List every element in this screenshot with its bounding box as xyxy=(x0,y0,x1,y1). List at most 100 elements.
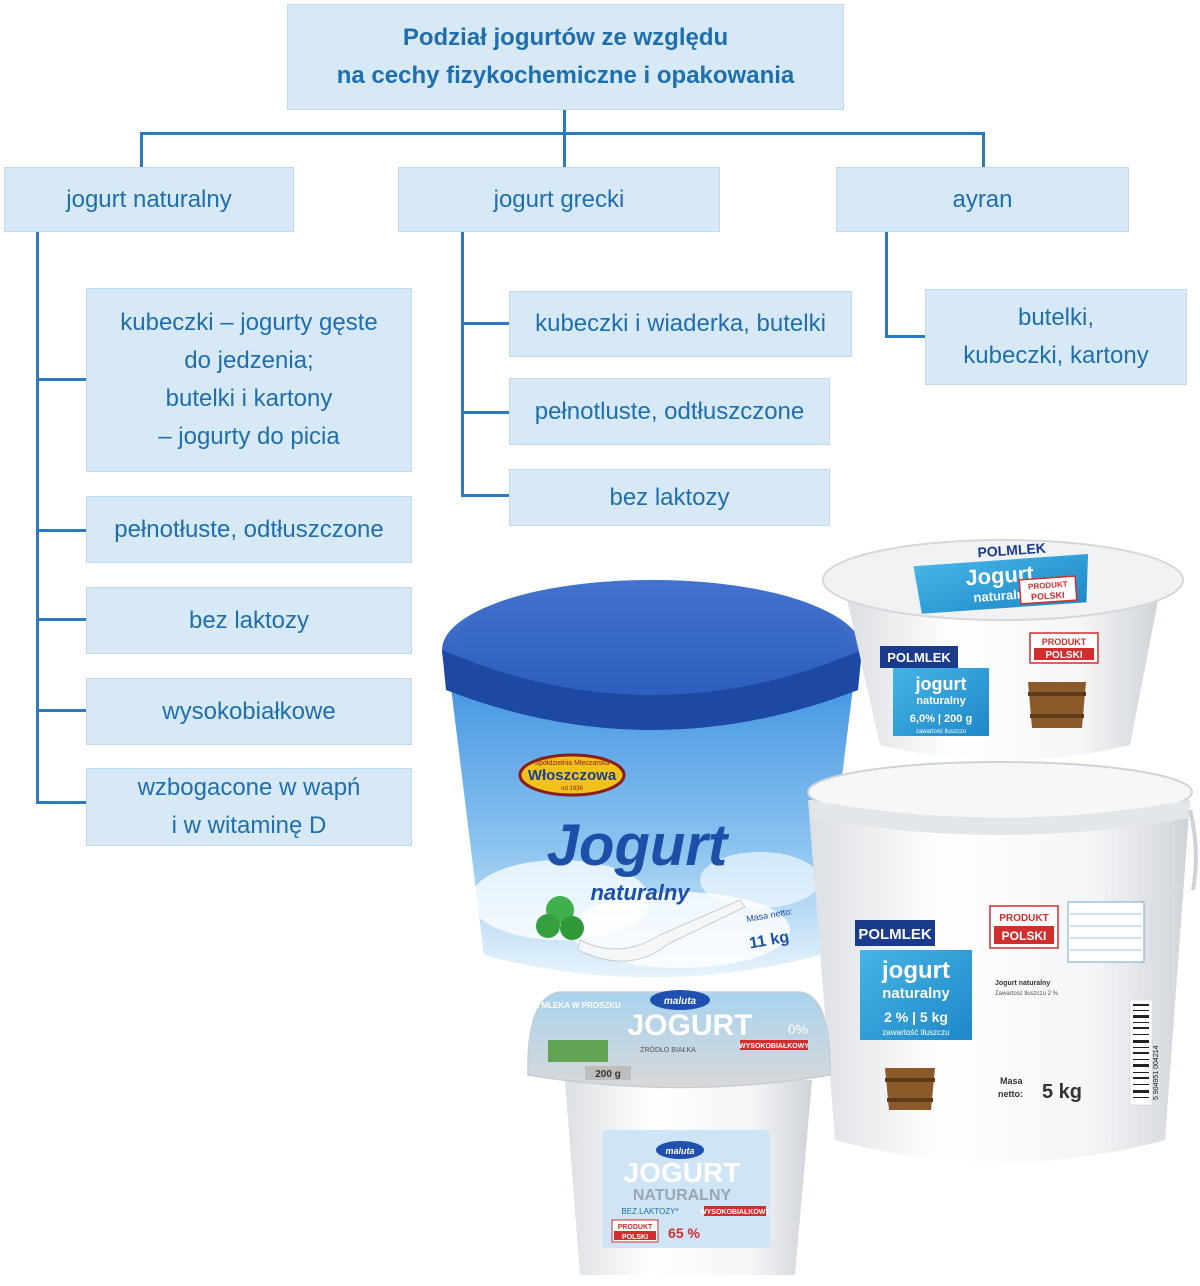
connector-naturalny-item-4 xyxy=(36,709,86,712)
category-label: jogurt naturalny xyxy=(66,185,232,213)
wloszczowa-subname: naturalny xyxy=(590,880,691,905)
connector-title-stem xyxy=(563,110,566,134)
connector-naturalny-trunk xyxy=(36,232,39,804)
polmlek-bucket: POLMLEK jogurt naturalny 2 % | 5 kg zawa… xyxy=(807,761,1198,1163)
title-line-1: Podział jogurtów ze względu xyxy=(402,24,729,51)
polmlek-bucket-subname: naturalny xyxy=(882,985,950,1002)
connector-to-ayran xyxy=(982,132,985,167)
connector-grecki-trunk xyxy=(461,232,464,497)
connector-ayran-trunk xyxy=(885,232,888,338)
category-jogurt-grecki: jogurt grecki xyxy=(398,167,720,232)
maluta-badge-1: PRODUKT xyxy=(618,1224,653,1231)
connector-grecki-item-2 xyxy=(461,411,509,414)
maluta-tag: WYSOKOBIAŁKOWY xyxy=(700,1209,770,1216)
category-label: ayran xyxy=(952,185,1013,213)
polmlek-cup-subname: naturalny xyxy=(916,695,966,707)
polmlek-bucket-badge-1: PRODUKT xyxy=(999,913,1048,924)
connector-naturalny-item-3 xyxy=(36,618,86,621)
maluta-logo xyxy=(656,1141,704,1159)
wloszczowa-brand-sub: od 1936 xyxy=(561,786,583,792)
connector-top-horizontal xyxy=(140,132,985,135)
maluta-name: JOGURT xyxy=(624,1157,741,1188)
polmlek-bucket-brand: POLMLEK xyxy=(858,926,931,943)
grecki-item-lactose: bez laktozy xyxy=(509,469,830,526)
diagram-title: Podział jogurtów ze względu na cechy fiz… xyxy=(287,4,844,110)
item-line: wzbogacone w wapń xyxy=(137,774,361,801)
category-ayran: ayran xyxy=(836,167,1129,232)
item-line: pełnotluste, odtłuszczone xyxy=(534,397,805,425)
wooden-bucket-icon xyxy=(885,1068,935,1110)
naturalny-item-packaging: kubeczki – jogurty gęste do jedzenia; bu… xyxy=(86,288,412,472)
polmlek-bucket-logo xyxy=(855,920,935,946)
wloszczowa-weight: 11 kg xyxy=(748,929,790,953)
item-line: bez laktozy xyxy=(609,483,730,511)
connector-naturalny-item-2 xyxy=(36,529,86,532)
item-line: kubeczki – jogurty gęste xyxy=(120,309,378,336)
polmlek-cup-badge-1: PRODUKT xyxy=(1042,637,1087,647)
item-line: i w witaminę D xyxy=(171,812,327,839)
connector-grecki-item-1 xyxy=(461,322,509,325)
naturalny-item-protein: wysokobiałkowe xyxy=(86,678,412,745)
maluta-badge-2: POLSKI xyxy=(622,1234,648,1241)
connector-ayran-item-1 xyxy=(885,335,925,338)
polmlek-cup-badge-2: POLSKI xyxy=(1045,650,1082,661)
connector-naturalny-item-1 xyxy=(36,378,86,381)
polmlek-cup-spec-sub: zawartość tłuszczu xyxy=(916,729,966,735)
maluta-lid-sub: ŹRÓDŁO BIAŁKA xyxy=(640,1045,696,1054)
polmlek-bucket-weight-label-1: Masa xyxy=(1000,1076,1024,1086)
item-line: do jedzenia; xyxy=(184,347,314,374)
wloszczowa-brand: Włoszczowa xyxy=(528,767,617,784)
naturalny-item-fortified: wzbogacone w wapń i w witaminę D xyxy=(86,768,412,846)
maluta-lid-fat: 0% xyxy=(788,1021,808,1037)
maluta-sub: BEZ LAKTOZY* xyxy=(621,1207,678,1216)
polmlek-bucket-barcode: 5 904951 004214 xyxy=(1153,1045,1160,1100)
polmlek-bucket-name: jogurt xyxy=(881,957,950,984)
category-label: jogurt grecki xyxy=(493,185,625,213)
grecki-item-packaging: kubeczki i wiaderka, butelki xyxy=(509,291,852,357)
item-line: butelki i kartony xyxy=(165,385,333,412)
polmlek-cup-lid-brand: POLMLEK xyxy=(977,540,1046,561)
ayran-item-packaging: butelki, kubeczki, kartony xyxy=(925,289,1187,385)
wloszczowa-bucket: Spółdzielnia Mleczarska Włoszczowa od 19… xyxy=(442,580,862,978)
item-line: – jogurty do picia xyxy=(158,423,340,450)
polmlek-cup-logo xyxy=(880,646,958,668)
maluta-lid-logo xyxy=(650,990,710,1010)
polmlek-bucket-desc-2: Zawartość tłuszczu 2 % xyxy=(995,991,1059,997)
item-line: pełnotłuste, odtłuszczone xyxy=(114,515,384,543)
polmlek-cup-brand: POLMLEK xyxy=(887,650,951,665)
maluta-cup: maluta BEZ MLEKA W PROSZKU JOGURT 0% WYS… xyxy=(523,990,831,1275)
polmlek-cup-spec: 6,0% | 200 g xyxy=(910,713,972,725)
maluta-brand: maluta xyxy=(665,1146,694,1156)
item-line: kubeczki i wiaderka, butelki xyxy=(535,310,826,337)
spoon-icon xyxy=(577,899,746,962)
bucket-handle-icon xyxy=(1188,809,1198,891)
polmlek-cup-lid-badge-1: PRODUKT xyxy=(1028,580,1068,592)
connector-naturalny-item-5 xyxy=(36,801,86,804)
maluta-lid-name: JOGURT xyxy=(627,1009,752,1042)
item-line: kubeczki, kartony xyxy=(963,342,1149,369)
naturalny-item-lactose: bez laktozy xyxy=(86,587,412,654)
wloszczowa-name: Jogurt xyxy=(547,813,730,878)
maluta-lid-weight: 200 g xyxy=(595,1069,621,1080)
wloszczowa-logo xyxy=(518,753,626,797)
item-line: bez laktozy xyxy=(188,606,310,634)
connector-to-naturalny xyxy=(140,132,143,167)
polmlek-bucket-weight-label-2: netto: xyxy=(998,1089,1023,1099)
maluta-subname: NATURALNY xyxy=(633,1187,732,1204)
polmlek-bucket-desc-1: Jogurt naturalny xyxy=(995,980,1050,987)
polmlek-bucket-badge-2: POLSKI xyxy=(1002,929,1047,943)
connector-grecki-item-3 xyxy=(461,494,509,497)
polmlek-cup: POLMLEK Jogurt naturalny PRODUKT POLSKI … xyxy=(822,539,1184,760)
polmlek-bucket-weight: 5 kg xyxy=(1042,1081,1082,1103)
item-line: butelki, xyxy=(1017,304,1095,331)
maluta-lid-brand: maluta xyxy=(664,996,697,1007)
item-line: wysokobiałkowe xyxy=(162,697,336,725)
title-line-2: na cechy fizykochemiczne i opakowania xyxy=(336,62,795,89)
polmlek-bucket-spec-sub: zawartość tłuszczu xyxy=(882,1028,949,1037)
grecki-item-fat: pełnotluste, odtłuszczone xyxy=(509,378,830,445)
naturalny-item-fat: pełnotłuste, odtłuszczone xyxy=(86,496,412,563)
polmlek-cup-lid-subname: naturalny xyxy=(973,586,1033,605)
maluta-lid-tag: WYSOKOBIAŁKOWY xyxy=(739,1043,809,1050)
nutrition-table xyxy=(1067,901,1145,963)
maluta-percent: 65 % xyxy=(668,1225,700,1241)
